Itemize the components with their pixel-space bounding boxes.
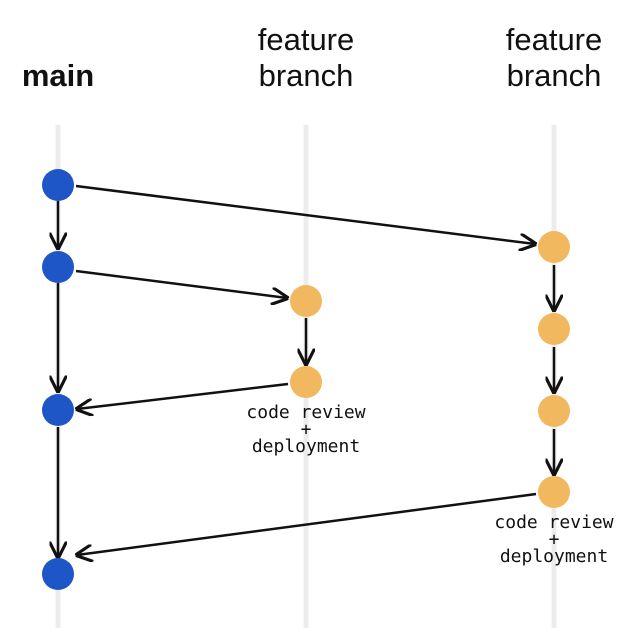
feature-b-review-note: code review + deployment — [474, 512, 634, 567]
feature-branch-a-title-line2: branch — [258, 58, 354, 93]
main-commit-1 — [42, 169, 74, 201]
feature-a-commit-1 — [290, 285, 322, 317]
feature-branch-b-title-line2: branch — [506, 58, 602, 93]
feature-a-review-line1: code review — [246, 402, 366, 423]
main-commit-3 — [42, 394, 74, 426]
feature-b-commit-3 — [538, 395, 570, 427]
feature-b-review-line3: deployment — [499, 546, 609, 567]
feature-a-review-note: code review + deployment — [226, 402, 386, 457]
feature-branch-a-title: feature branch — [226, 22, 386, 94]
feature-a-review-line2: + — [300, 419, 312, 440]
main-commit-2 — [42, 251, 74, 283]
feature-b-commit-1 — [538, 231, 570, 263]
branch-off-arrow-feature-b — [75, 184, 535, 244]
merge-arrow-feature-a — [77, 382, 289, 409]
feature-b-commit-2 — [538, 313, 570, 345]
feature-a-commit-2 — [290, 366, 322, 398]
main-branch-title: main — [21, 58, 95, 93]
branch-off-arrow-feature-a — [75, 269, 287, 298]
main-commit-4 — [42, 558, 74, 590]
feature-b-review-line2: + — [548, 529, 560, 550]
feature-b-commit-4 — [538, 476, 570, 508]
feature-a-review-line3: deployment — [251, 436, 361, 457]
merge-arrow-feature-b — [77, 492, 537, 555]
feature-branch-b-title: feature branch — [474, 22, 634, 94]
feature-branch-a-title-line1: feature — [257, 22, 355, 57]
feature-branch-b-title-line1: feature — [505, 22, 603, 57]
feature-b-review-line1: code review — [494, 512, 614, 533]
